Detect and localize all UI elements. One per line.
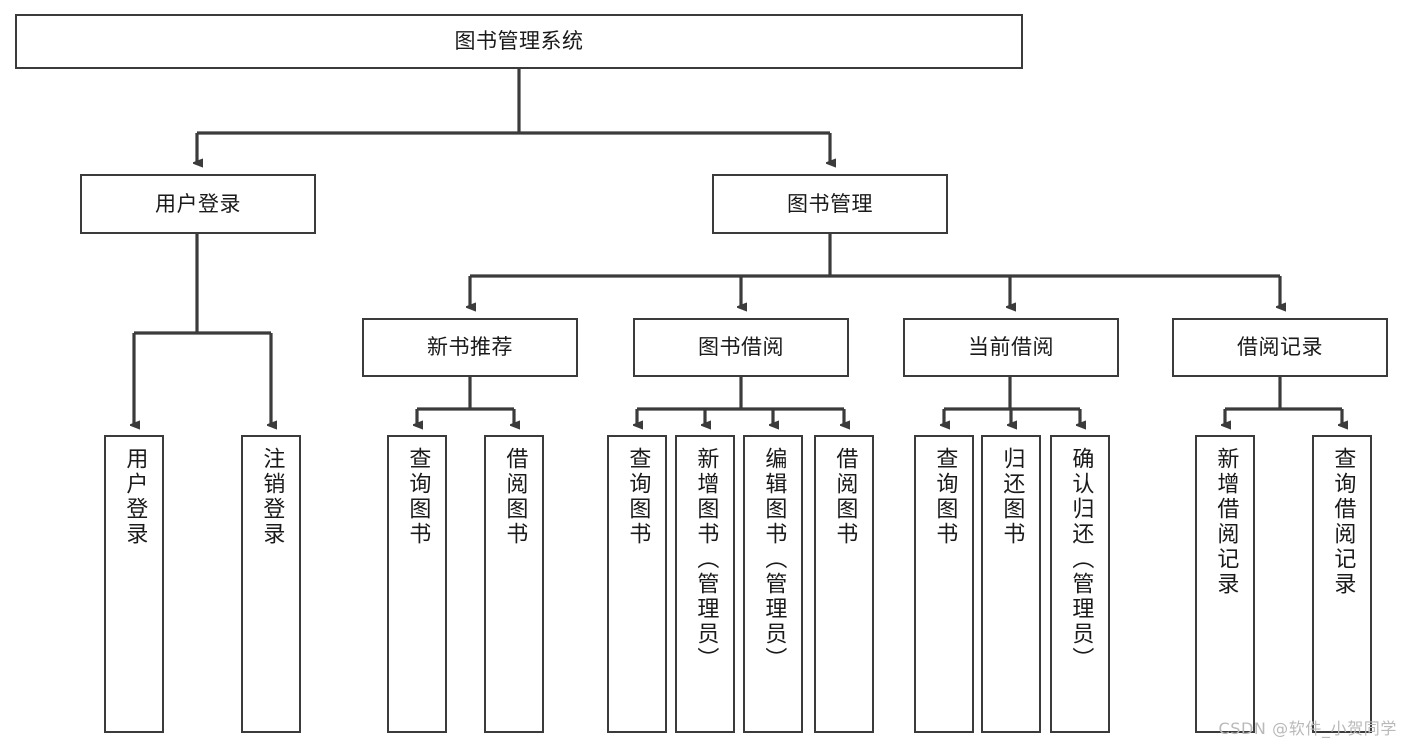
leaf-label: 查询图书 [405, 447, 431, 547]
node-book-borrow-label: 图书借阅 [698, 335, 784, 360]
leaf-label: 注销登录 [259, 447, 285, 547]
node-new-book-recommend-label: 新书推荐 [427, 335, 513, 360]
leaf-label: 用户登录 [122, 447, 148, 547]
leaf-new-book-query[interactable]: 查询图书 [387, 435, 447, 733]
leaf-label: 借阅图书 [502, 447, 528, 547]
leaf-user-login-login[interactable]: 用户登录 [104, 435, 164, 733]
leaf-label: 新增借阅记录 [1213, 447, 1239, 597]
leaf-current-query-book[interactable]: 查询图书 [914, 435, 974, 733]
csdn-watermark: CSDN @软件_小贺同学 [1218, 719, 1397, 738]
leaf-user-login-logout[interactable]: 注销登录 [241, 435, 301, 733]
node-borrow-record-label: 借阅记录 [1237, 335, 1323, 360]
leaf-label: 确认归还（管理员） [1068, 447, 1094, 672]
node-book-management-label: 图书管理 [787, 191, 873, 216]
leaf-label: 查询借阅记录 [1330, 447, 1356, 597]
leaf-record-query-record[interactable]: 查询借阅记录 [1312, 435, 1372, 733]
leaf-record-add-record[interactable]: 新增借阅记录 [1195, 435, 1255, 733]
leaf-new-book-borrow[interactable]: 借阅图书 [484, 435, 544, 733]
leaf-label: 新增图书（管理员） [693, 447, 719, 672]
leaf-label: 查询图书 [932, 447, 958, 547]
leaf-borrow-add-book-admin[interactable]: 新增图书（管理员） [675, 435, 735, 733]
node-user-login[interactable]: 用户登录 [80, 174, 316, 234]
leaf-label: 归还图书 [999, 447, 1025, 547]
node-book-borrow[interactable]: 图书借阅 [633, 318, 849, 377]
leaf-borrow-borrow-book[interactable]: 借阅图书 [814, 435, 874, 733]
leaf-borrow-query-book[interactable]: 查询图书 [607, 435, 667, 733]
leaf-borrow-edit-book-admin[interactable]: 编辑图书（管理员） [743, 435, 803, 733]
node-current-borrow-label: 当前借阅 [968, 335, 1054, 360]
node-current-borrow[interactable]: 当前借阅 [903, 318, 1119, 377]
node-root[interactable]: 图书管理系统 [15, 14, 1023, 69]
node-borrow-record[interactable]: 借阅记录 [1172, 318, 1388, 377]
node-book-management[interactable]: 图书管理 [712, 174, 948, 234]
leaf-label: 借阅图书 [832, 447, 858, 547]
leaf-current-return-book[interactable]: 归还图书 [981, 435, 1041, 733]
leaf-label: 查询图书 [625, 447, 651, 547]
leaf-current-confirm-return-admin[interactable]: 确认归还（管理员） [1050, 435, 1110, 733]
node-user-login-label: 用户登录 [155, 191, 241, 216]
leaf-label: 编辑图书（管理员） [761, 447, 787, 672]
node-root-label: 图书管理系统 [454, 29, 584, 54]
node-new-book-recommend[interactable]: 新书推荐 [362, 318, 578, 377]
